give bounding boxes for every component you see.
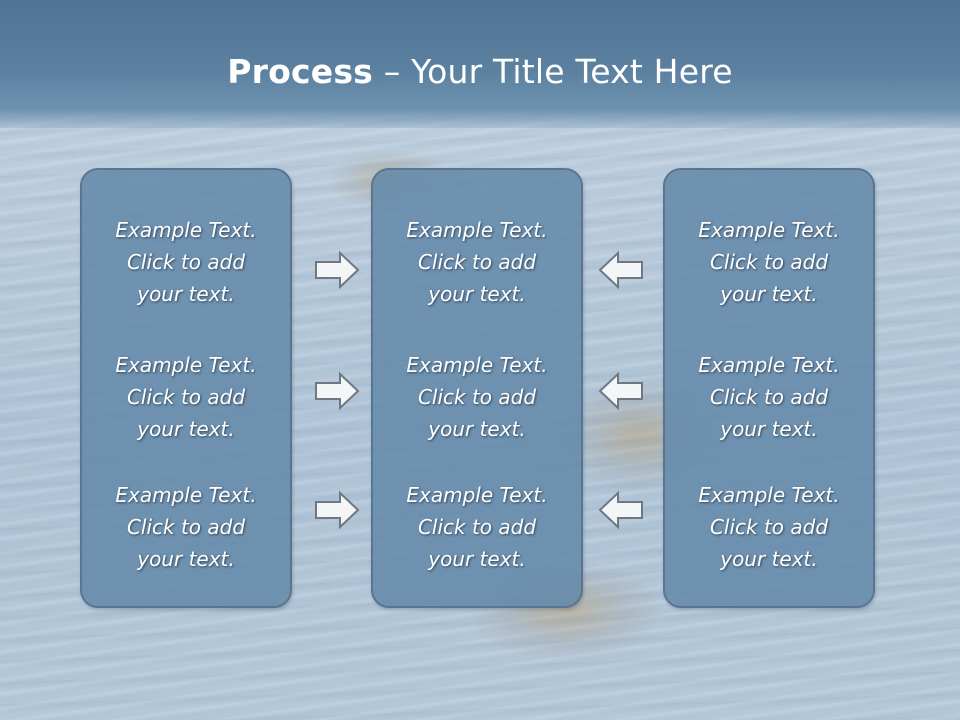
title-rest-text: – Your Title Text Here — [373, 52, 733, 91]
title-bold-text: Process — [227, 52, 374, 91]
text-line: Example Text. — [115, 218, 257, 242]
arrow-right-icon[interactable] — [313, 250, 361, 290]
text-line: Example Text. — [698, 218, 840, 242]
text-block[interactable]: Example Text. Click to add your text. — [665, 349, 873, 445]
text-line: your text. — [137, 417, 235, 441]
text-block[interactable]: Example Text. Click to add your text. — [373, 349, 581, 445]
text-block[interactable]: Example Text. Click to add your text. — [82, 349, 290, 445]
text-line: Example Text. — [115, 353, 257, 377]
process-box-middle[interactable]: Example Text. Click to add your text. Ex… — [371, 168, 583, 608]
text-line: Click to add — [709, 515, 829, 539]
text-line: Click to add — [417, 385, 537, 409]
process-box-left[interactable]: Example Text. Click to add your text. Ex… — [80, 168, 292, 608]
text-line: Click to add — [709, 385, 829, 409]
text-line: Click to add — [709, 250, 829, 274]
text-line: Click to add — [126, 515, 246, 539]
text-line: your text. — [137, 547, 235, 571]
title-band — [0, 0, 960, 128]
text-line: your text. — [720, 547, 818, 571]
arrow-left-icon[interactable] — [597, 490, 645, 530]
arrow-left-icon[interactable] — [597, 250, 645, 290]
text-line: Example Text. — [406, 353, 548, 377]
text-line: Example Text. — [698, 483, 840, 507]
slide-title[interactable]: Process – Your Title Text Here — [0, 52, 960, 91]
text-line: your text. — [720, 417, 818, 441]
process-box-right[interactable]: Example Text. Click to add your text. Ex… — [663, 168, 875, 608]
text-line: Example Text. — [406, 483, 548, 507]
text-line: Click to add — [417, 250, 537, 274]
text-line: Example Text. — [406, 218, 548, 242]
text-block[interactable]: Example Text. Click to add your text. — [665, 214, 873, 310]
arrow-left-icon[interactable] — [597, 371, 645, 411]
text-line: Example Text. — [698, 353, 840, 377]
text-line: your text. — [428, 282, 526, 306]
text-block[interactable]: Example Text. Click to add your text. — [82, 214, 290, 310]
arrow-right-icon[interactable] — [313, 371, 361, 411]
text-line: Click to add — [417, 515, 537, 539]
text-line: Click to add — [126, 385, 246, 409]
text-block[interactable]: Example Text. Click to add your text. — [373, 214, 581, 310]
text-block[interactable]: Example Text. Click to add your text. — [665, 479, 873, 575]
text-line: Example Text. — [115, 483, 257, 507]
text-line: your text. — [428, 417, 526, 441]
text-block[interactable]: Example Text. Click to add your text. — [373, 479, 581, 575]
arrow-right-icon[interactable] — [313, 490, 361, 530]
text-line: your text. — [428, 547, 526, 571]
text-line: your text. — [720, 282, 818, 306]
text-line: Click to add — [126, 250, 246, 274]
text-line: your text. — [137, 282, 235, 306]
text-block[interactable]: Example Text. Click to add your text. — [82, 479, 290, 575]
